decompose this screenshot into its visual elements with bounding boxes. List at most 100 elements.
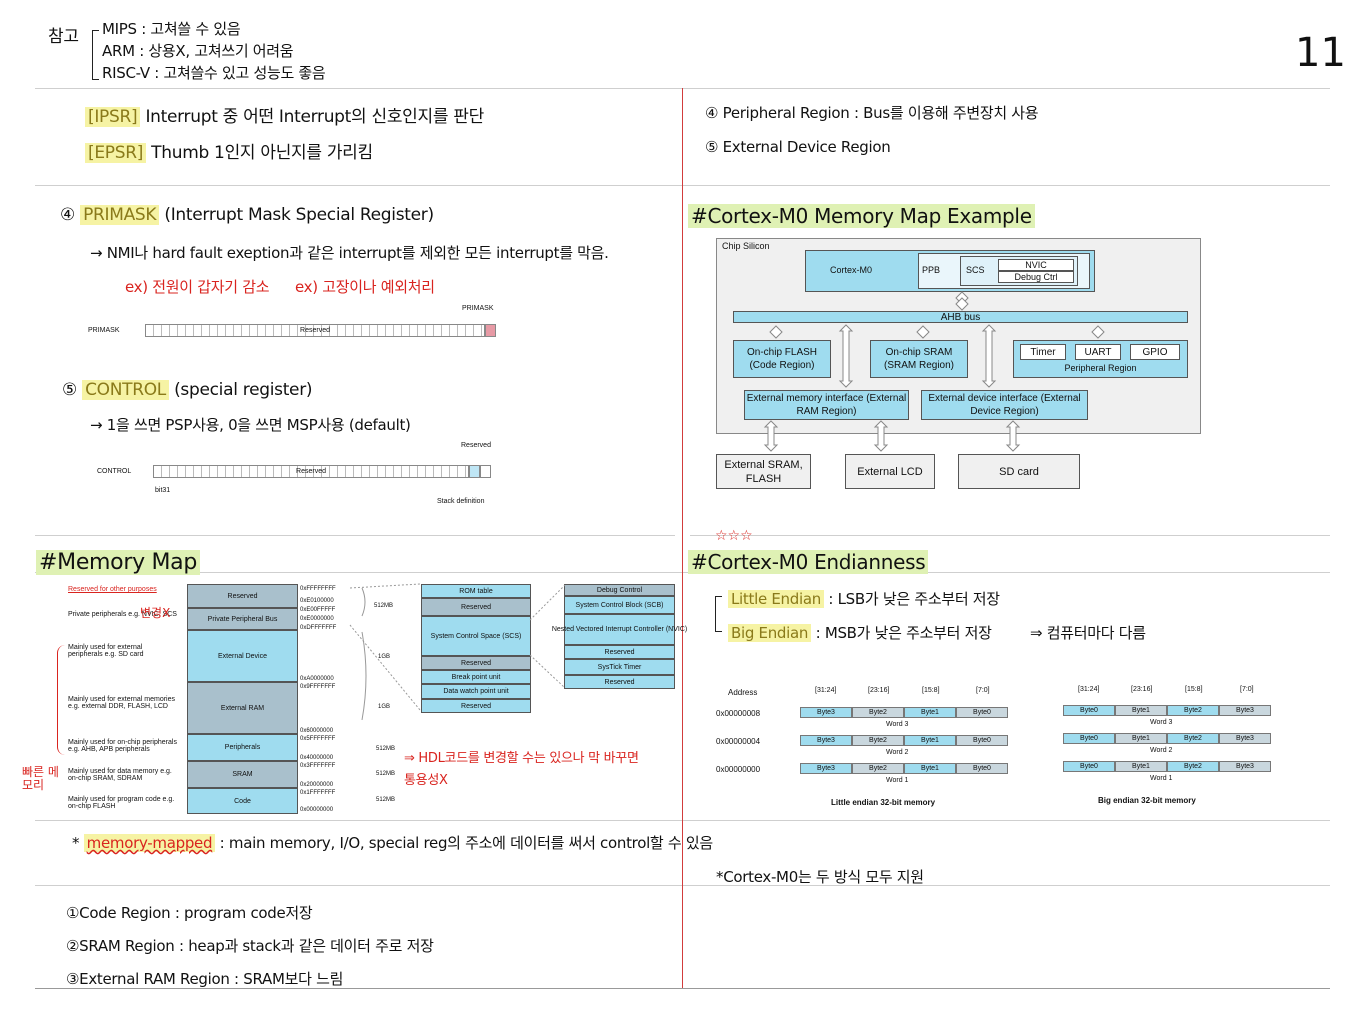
primask-reserved-bar xyxy=(145,324,485,337)
region-item: ①Code Region : program code저장 xyxy=(66,904,313,922)
address-label: 0x00000008 xyxy=(716,709,761,718)
mm-size: 512MB xyxy=(376,797,396,803)
note-item: MIPS : 고쳐쓸 수 있음 xyxy=(102,20,241,38)
mm-addr: 0x20000000 0x1FFFFFFF xyxy=(300,782,336,796)
annot-hdl: ⇒ HDL코드를 변경할 수는 있으나 막 바꾸면 통용성X xyxy=(404,751,639,788)
address-label: 0x00000000 xyxy=(716,765,761,774)
ppb-item: Data watch point unit xyxy=(421,684,531,699)
bit-header: [15:8] xyxy=(922,687,940,694)
primask-example-1: ex) 전원이 갑자기 감소 xyxy=(125,278,270,296)
word-label: Word 1 xyxy=(1150,775,1173,782)
control-reserved-top: Reserved xyxy=(461,442,491,449)
mm-text: : main memory, I/O, special reg의 주소에 데이터… xyxy=(219,834,714,852)
ppb-label: PPB xyxy=(922,265,941,275)
ext-lcd-box: External LCD xyxy=(845,454,935,489)
byte-cell: Byte1 xyxy=(904,707,956,718)
primask-example-2: ex) 고장이나 예외처리 xyxy=(295,278,435,296)
byte-cell: Byte0 xyxy=(1063,761,1115,772)
ppb-item: Reserved xyxy=(421,699,531,713)
primask-fig-label: PRIMASK xyxy=(88,327,120,334)
mm-size: 1GB xyxy=(378,704,391,710)
little-endian-text: : LSB가 낮은 주소부터 저장 xyxy=(828,590,1000,608)
address-header: Address xyxy=(728,688,758,697)
scs-item: Nested Vectored Interrupt Controller (NV… xyxy=(552,614,687,645)
memmap-dotted-connectors xyxy=(349,583,566,720)
byte-cell: Byte1 xyxy=(1115,705,1167,716)
memmap-title: #Memory Map xyxy=(36,550,201,575)
region-item: ②SRAM Region : heap과 stack과 같은 데이터 주로 저장 xyxy=(66,937,434,955)
endian-title: #Cortex-M0 Endianness xyxy=(688,550,929,574)
byte-cell: Byte0 xyxy=(1063,705,1115,716)
ppb-item: Break point unit xyxy=(421,670,531,684)
external-device-text: ⑤ External Device Region xyxy=(705,138,891,156)
byte-cell: Byte3 xyxy=(800,707,852,718)
control-fig-label: CONTROL xyxy=(97,468,132,475)
bit-header: [31:24] xyxy=(815,687,837,694)
mm-note: Mainly used for data memory e.g. on-chip… xyxy=(68,768,172,782)
little-caption: Little endian 32-bit memory xyxy=(831,798,936,807)
note-item: ARM : 상용X, 고쳐쓰기 어려움 xyxy=(102,42,294,60)
mm-region: SRAM xyxy=(187,761,298,788)
mm-region: External RAM xyxy=(187,682,298,734)
note-item: RISC-V : 고쳐쓸수 있고 성능도 좋음 xyxy=(102,64,326,82)
bit-header: [23:16] xyxy=(868,687,890,694)
nvic-box: NVIC xyxy=(998,259,1074,271)
endian-note: ⇒ 컴퓨터마다 다름 xyxy=(1030,624,1146,642)
control-bit0 xyxy=(480,465,491,478)
byte-cell: Byte3 xyxy=(1219,733,1271,744)
mm-size: 512MB xyxy=(374,603,394,609)
region-item: ③External RAM Region : SRAM보다 느림 xyxy=(66,970,344,988)
mm-addr: 0xFFFFFFFF 0xE0100000 0xE00FFFFF 0xE0000… xyxy=(300,586,337,631)
ppb-item: Reserved xyxy=(421,598,531,616)
epsr-tag: [EPSR] xyxy=(85,143,147,163)
core-label: Cortex-M0 xyxy=(830,265,873,275)
ext-dev-if: External device interface (External Devi… xyxy=(921,390,1088,420)
scs-item: Reserved xyxy=(564,645,675,659)
scs-item: System Control Block (SCB) xyxy=(564,596,675,614)
scs-item: Reserved xyxy=(564,675,675,689)
primask-title: PRIMASK xyxy=(80,205,160,225)
control-title: CONTROL xyxy=(82,380,169,400)
byte-cell: Byte0 xyxy=(956,763,1008,774)
control-desc: (special register) xyxy=(174,380,313,400)
mm-note: Private peripherals e.g. NVIC, SCS xyxy=(68,611,177,618)
byte-cell: Byte1 xyxy=(1115,733,1167,744)
word-label: Word 3 xyxy=(886,721,909,728)
primask-bit-label: PRIMASK xyxy=(462,305,494,312)
byte-cell: Byte0 xyxy=(956,735,1008,746)
byte-cell: Byte2 xyxy=(852,763,904,774)
note-label: 참고 xyxy=(48,27,79,47)
ipsr-tag: [IPSR] xyxy=(85,107,141,127)
ppb-item: Reserved xyxy=(421,656,531,670)
mm-addr: 0xA0000000 0x9FFFFFFF xyxy=(300,676,336,690)
mm-region: Private Peripheral Bus xyxy=(187,608,298,630)
epsr-text: Thumb 1인지 아닌지를 가리킴 xyxy=(151,143,373,163)
mm-size: 512MB xyxy=(376,771,396,777)
annot-fast: 빠른 메모리 xyxy=(22,765,59,792)
ext-sram-box: External SRAM, FLASH xyxy=(716,454,811,489)
word-label: Word 1 xyxy=(886,777,909,784)
mm-note: Mainly used for external memories e.g. e… xyxy=(68,696,175,710)
ruled-line xyxy=(35,988,1330,989)
sd-card-box: SD card xyxy=(958,454,1080,489)
mm-region: Code xyxy=(187,788,298,814)
mm-size: 512MB xyxy=(376,746,396,752)
ppb-item: System Control Space (SCS) xyxy=(421,616,531,656)
primask-bar-label: Reserved xyxy=(300,327,330,334)
mm-region: Peripherals xyxy=(187,734,298,761)
control-reserved-bar xyxy=(153,465,469,478)
ppb-item: ROM table xyxy=(421,584,531,598)
byte-cell: Byte3 xyxy=(800,735,852,746)
bit-header: [31:24] xyxy=(1078,686,1100,693)
control-bar-label: Reserved xyxy=(296,468,326,475)
mm-addr: 0x40000000 0x3FFFFFFF xyxy=(300,755,336,769)
mm-note: Mainly used for program code e.g. on-chi… xyxy=(68,796,175,810)
bracket xyxy=(92,30,99,80)
sram-box: On-chip SRAM (SRAM Region) xyxy=(870,340,968,378)
mm-note: Mainly used for on-chip peripherals e.g.… xyxy=(68,739,177,753)
word-label: Word 2 xyxy=(886,749,909,756)
timer-box: Timer xyxy=(1020,344,1066,360)
red-bracket xyxy=(57,645,66,755)
control-bit1 xyxy=(469,465,480,478)
big-caption: Big endian 32-bit memory xyxy=(1098,796,1196,805)
